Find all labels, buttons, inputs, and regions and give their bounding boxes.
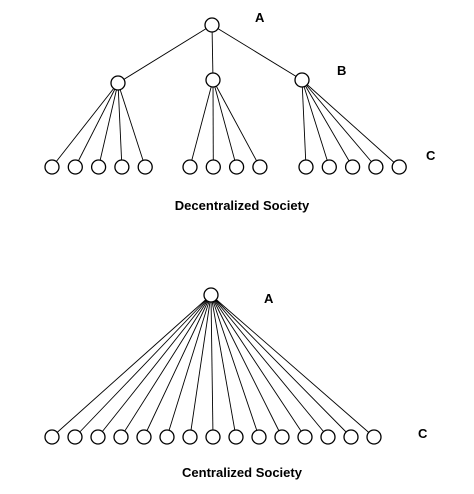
- centralized-edge: [166, 294, 212, 438]
- decentralized-leaf-node: [344, 159, 361, 175]
- decentralized-leaf-node: [252, 159, 268, 175]
- centralized-label-a: A: [264, 291, 274, 306]
- decentralized-diagram: A B C Decentralized Society: [44, 10, 436, 213]
- decentralized-edge-mid-to-leaf: [212, 79, 238, 168]
- decentralized-edge-root-to-mid: [211, 24, 303, 81]
- decentralized-edge-mid-to-leaf: [301, 79, 307, 168]
- decentralized-edge-mid-to-leaf: [301, 79, 330, 168]
- centralized-leaf-node: [44, 429, 60, 445]
- decentralized-edge-mid-to-leaf: [117, 82, 123, 168]
- decentralized-edge-root-to-mid: [211, 24, 214, 81]
- decentralized-root-node: [204, 17, 220, 33]
- centralized-title: Centralized Society: [182, 465, 303, 480]
- centralized-edges: [51, 294, 375, 438]
- decentralized-mid-node: [294, 72, 310, 88]
- centralized-leaf-node: [136, 429, 152, 445]
- decentralized-label-c: C: [426, 148, 436, 163]
- centralized-nodes: [44, 287, 382, 445]
- centralized-edge: [120, 294, 212, 438]
- centralized-leaf-node: [90, 429, 106, 445]
- centralized-leaf-node: [251, 429, 267, 445]
- decentralized-nodes: [44, 17, 407, 175]
- decentralized-edge-mid-to-leaf: [74, 82, 119, 168]
- centralized-leaf-node: [343, 429, 359, 445]
- decentralized-leaf-node: [90, 159, 107, 175]
- decentralized-edge-root-to-mid: [117, 24, 213, 84]
- centralized-edge: [210, 294, 306, 438]
- decentralized-leaf-node: [368, 159, 384, 175]
- centralized-edge: [210, 294, 214, 438]
- decentralized-leaf-node: [67, 159, 83, 175]
- centralized-root-node: [203, 287, 219, 303]
- decentralized-leaf-node: [137, 159, 153, 175]
- decentralized-leaf-node: [321, 159, 337, 175]
- centralized-leaf-node: [205, 429, 221, 445]
- decentralized-mid-node: [205, 72, 221, 88]
- decentralized-edge-mid-to-leaf: [51, 82, 119, 168]
- decentralized-leaf-node: [228, 159, 245, 175]
- decentralized-edge-mid-to-leaf: [117, 82, 146, 168]
- centralized-edge: [97, 294, 212, 438]
- centralized-edge: [210, 294, 237, 438]
- centralized-leaf-node: [182, 429, 198, 445]
- centralized-leaf-node: [274, 429, 290, 445]
- decentralized-leaf-node: [44, 159, 60, 175]
- centralized-edge: [210, 294, 352, 438]
- centralized-diagram: A C Centralized Society: [44, 287, 428, 480]
- decentralized-leaf-node: [114, 159, 130, 175]
- decentralized-leaf-node: [391, 159, 407, 175]
- centralized-leaf-node: [228, 429, 244, 445]
- centralized-leaf-node: [113, 429, 129, 445]
- decentralized-edge-mid-to-leaf: [301, 79, 377, 168]
- centralized-edge: [210, 294, 260, 438]
- centralized-label-c: C: [418, 426, 428, 441]
- centralized-edge: [210, 294, 375, 438]
- decentralized-edge-mid-to-leaf: [189, 79, 214, 168]
- decentralized-edge-mid-to-leaf: [98, 82, 119, 168]
- decentralized-mid-node: [110, 75, 126, 91]
- centralized-leaf-node: [159, 429, 175, 445]
- centralized-edge: [210, 294, 283, 438]
- centralized-edge: [51, 294, 212, 438]
- centralized-edge: [210, 294, 329, 438]
- decentralized-leaf-node: [205, 159, 221, 175]
- centralized-edge: [189, 294, 212, 438]
- decentralized-leaf-node: [298, 159, 314, 175]
- decentralized-edge-mid-to-leaf: [301, 79, 353, 168]
- centralized-leaf-node: [366, 429, 382, 445]
- decentralized-edge-mid-to-leaf: [212, 79, 261, 168]
- centralized-leaf-node: [67, 429, 83, 445]
- centralized-edge: [74, 294, 212, 438]
- decentralized-label-a: A: [255, 10, 265, 25]
- centralized-leaf-node: [320, 429, 336, 445]
- decentralized-edge-mid-to-leaf: [301, 79, 400, 168]
- decentralized-leaf-node: [182, 159, 198, 175]
- decentralized-label-b: B: [337, 63, 346, 78]
- decentralized-edges: [51, 24, 400, 168]
- centralized-edge: [143, 294, 212, 438]
- centralized-leaf-node: [297, 429, 313, 445]
- decentralized-title: Decentralized Society: [175, 198, 310, 213]
